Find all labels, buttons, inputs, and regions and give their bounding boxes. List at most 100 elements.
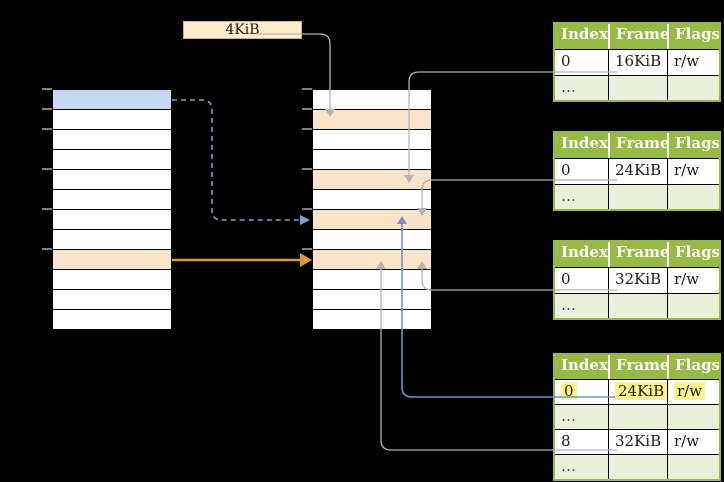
highlighted-value: 24KiB [615,382,667,400]
page-size-box: 4KiB [183,21,302,39]
frame-table-row: … [555,184,719,209]
address-tick [42,88,52,90]
page-table-row [313,249,431,269]
frame-table-cell [608,185,667,209]
frame-table-cell: … [561,296,576,314]
frame-table-cell: 16KiB [608,50,667,75]
frame-table-cell: r/w [667,268,719,293]
frame-table-cell [667,294,719,318]
virtual-memory-table [52,89,172,330]
frame-table-cell: r/w [667,380,719,404]
frame-table-row: 0 24KiB r/w [555,379,719,404]
highlighted-value: r/w [674,382,706,400]
page-table [312,89,432,330]
address-tick [42,108,52,110]
frame-table-cell [667,405,719,429]
frame-table-cell: … [561,457,576,475]
frame-table-cell [608,294,667,318]
frame-table-header-cell: Flags [667,242,719,267]
virtual-memory-row [53,149,171,169]
frame-table-cell: 8 [561,432,571,450]
virtual-memory-row [53,189,171,209]
frame-table-cell: 0 [555,380,608,404]
virtual-memory-row [53,169,171,189]
frame-table-cell: … [561,78,576,96]
frame-table-cell: 32KiB [608,430,667,454]
frame-table-cell: r/w [667,159,719,184]
frame-table-header-cell: Index [561,25,608,43]
frame-table-header-cell: Flags [667,24,719,49]
frame-table-cell: 32KiB [608,268,667,293]
frame-table-header-cell: Frame [608,133,667,158]
address-tick [302,128,312,130]
virtual-memory-row [53,289,171,309]
frame-table-row: … [555,404,719,429]
frame-table-cell [667,76,719,100]
address-tick [302,248,312,250]
frame-table-header-cell: Frame [608,355,667,379]
address-tick [302,88,312,90]
frame-table-cell: r/w [667,50,719,75]
frame-table-row: … [555,454,719,479]
page-table-row [313,90,431,109]
virtual-memory-row [53,269,171,289]
address-tick [42,168,52,170]
frame-table-header-cell: Frame [608,242,667,267]
frame-table-cell: 0 [561,52,571,70]
frame-table-cell: 0 [561,270,571,288]
virtual-memory-row [53,129,171,149]
page-table-row [313,109,431,129]
virtual-memory-row [53,209,171,229]
frame-table-cell [667,185,719,209]
frame-table-header-cell: Index [561,356,608,374]
frame-table-cell: 24KiB [608,380,667,404]
frame-table-header-cell: Frame [608,24,667,49]
page-table-row [313,209,431,229]
frame-table-cell: 0 [561,161,571,179]
arrowhead-right-icon [300,215,310,225]
page-table-row [313,289,431,309]
address-tick [302,208,312,210]
virtual-memory-row [53,90,171,109]
address-tick [302,168,312,170]
address-tick [42,128,52,130]
page-table-row [313,309,431,329]
virtual-memory-row [53,249,171,269]
frame-table-row: … [555,75,719,100]
virtual-memory-row [53,229,171,249]
frame-table-row: … [555,293,719,318]
address-tick [42,248,52,250]
virtual-memory-row [53,309,171,329]
page-table-row [313,189,431,209]
frame-table-header-cell: Index [561,134,608,152]
frame-table-cell: … [561,187,576,205]
address-tick [42,208,52,210]
frame-table-cell: 24KiB [608,159,667,184]
frame-table-cell [608,405,667,429]
address-tick [302,108,312,110]
frame-table-header-cell: Flags [667,133,719,158]
frame-table-cell [608,455,667,479]
page-table-row [313,229,431,249]
highlighted-value: 0 [561,382,577,400]
frame-table-cell: r/w [667,430,719,454]
frame-table-header-cell: Index [561,243,608,261]
frame-table-cell [667,455,719,479]
page-size-label: 4KiB [225,22,260,38]
frame-table-cell [608,76,667,100]
frame-table-header-cell: Flags [667,355,719,379]
page-table-row [313,129,431,149]
virtual-memory-row [53,109,171,129]
